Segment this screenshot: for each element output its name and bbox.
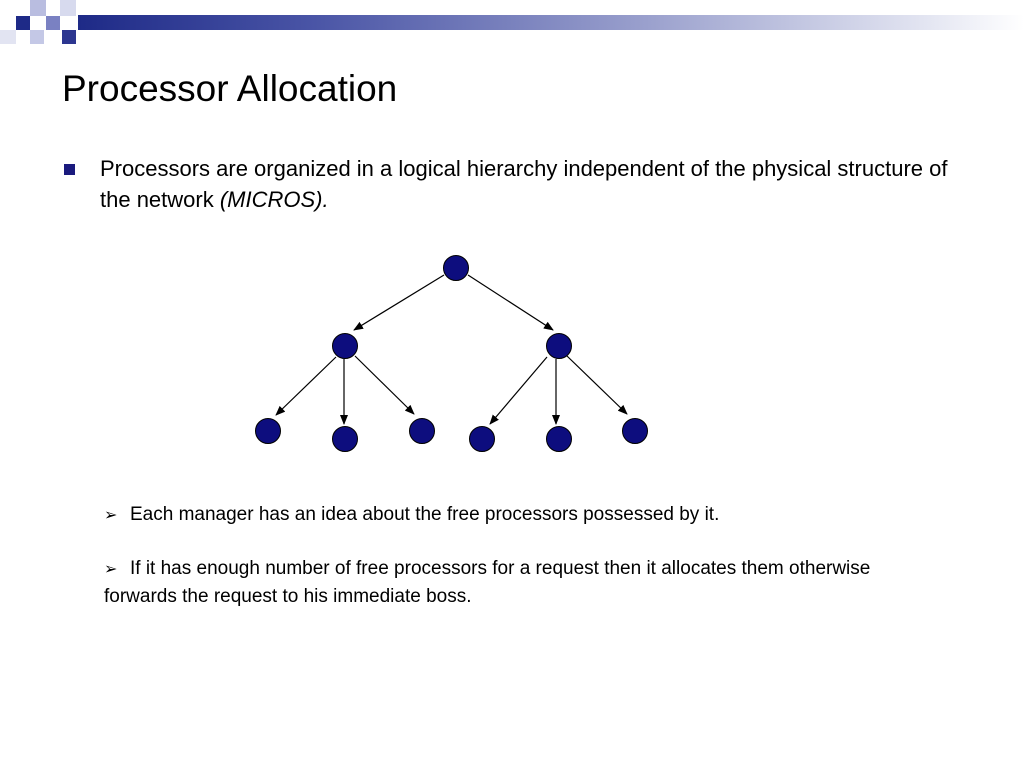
edge-root-to-manager-right <box>467 274 554 331</box>
edge-root-to-manager-left <box>353 274 445 331</box>
edge-manager-left-to-leaf-3 <box>354 355 415 415</box>
node-manager-left <box>332 333 358 359</box>
arrow-bullet-icon: ➢ <box>104 507 118 524</box>
decor-square <box>0 30 16 44</box>
decor-square <box>0 0 16 16</box>
decor-square <box>16 16 30 30</box>
edge-manager-left-to-leaf-1 <box>275 356 337 416</box>
sub-bullet-text: If it has enough number of free processo… <box>104 558 871 607</box>
node-leaf-2 <box>332 426 358 452</box>
node-leaf-5 <box>546 426 572 452</box>
decor-square <box>62 30 76 44</box>
header-gradient-band <box>78 15 1024 30</box>
sub-bullet-1: ➢ Each manager has an idea about the free… <box>104 501 944 529</box>
header-decoration <box>0 0 1024 48</box>
node-leaf-1 <box>255 418 281 444</box>
decor-square <box>60 0 76 16</box>
node-leaf-3 <box>409 418 435 444</box>
decor-square <box>30 30 44 44</box>
decor-square <box>46 16 60 30</box>
bullet-text-emphasis: (MICROS). <box>219 187 329 212</box>
bullet-text-body: Processors are organized in a logical hi… <box>100 156 948 212</box>
sub-bullet-text: Each manager has an idea about the free … <box>130 504 720 525</box>
edge-manager-right-to-leaf-4 <box>489 356 548 425</box>
node-leaf-4 <box>469 426 495 452</box>
sub-bullet-2: ➢If it has enough number of free process… <box>104 555 944 610</box>
node-leaf-6 <box>622 418 648 444</box>
node-root <box>443 255 469 281</box>
main-bullet-text: Processors are organized in a logical hi… <box>100 153 980 215</box>
slide-title: Processor Allocation <box>62 68 398 109</box>
node-manager-right <box>546 333 572 359</box>
square-bullet-icon <box>64 164 75 175</box>
arrow-bullet-icon: ➢ <box>104 561 118 578</box>
decor-square <box>30 0 46 16</box>
edge-manager-right-to-leaf-6 <box>566 355 628 415</box>
